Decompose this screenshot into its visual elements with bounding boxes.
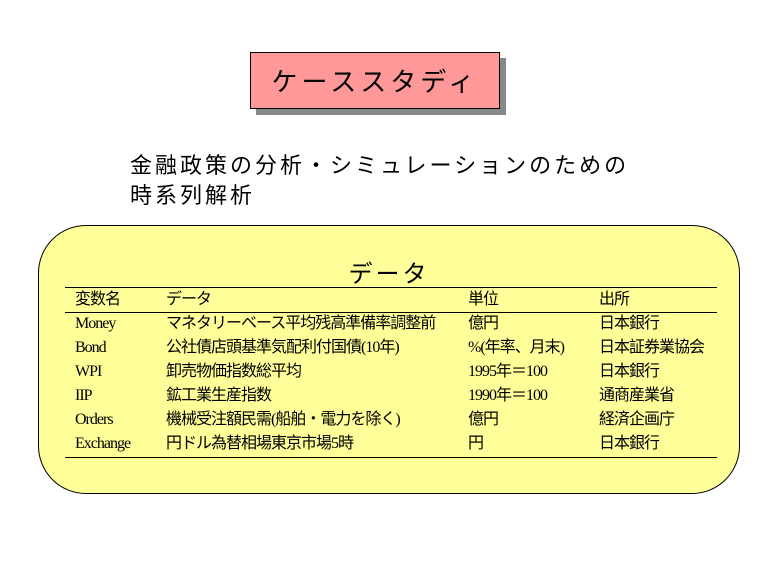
table-cell: Bond bbox=[75, 339, 107, 356]
table-cell: 鉱工業生産指数 bbox=[166, 387, 272, 404]
table-cell: マネタリーベース平均残高準備率調整前 bbox=[166, 315, 436, 332]
table-cell: 億円 bbox=[468, 411, 499, 428]
header-cell: 出所 bbox=[599, 291, 630, 308]
table-cell: 卸売物価指数総平均 bbox=[166, 363, 302, 380]
table-cell: 1990年＝100 bbox=[468, 387, 548, 404]
table-cell: 円ドル為替相場東京市場5時 bbox=[166, 435, 354, 452]
table-cell: IIP bbox=[75, 387, 93, 404]
divider bbox=[65, 457, 717, 458]
panel-title: データ bbox=[348, 260, 430, 288]
header-cell: 単位 bbox=[468, 291, 499, 308]
title-box: ケーススタディ bbox=[250, 52, 500, 109]
table-cell: Money bbox=[75, 315, 116, 332]
table-cell: WPI bbox=[75, 363, 102, 380]
table-cell: 円 bbox=[468, 435, 484, 452]
table-cell: 経済企画庁 bbox=[599, 411, 675, 428]
table-cell: 億円 bbox=[468, 315, 499, 332]
divider bbox=[65, 287, 717, 288]
header-cell: 変数名 bbox=[75, 291, 121, 308]
header-cell: データ bbox=[166, 291, 212, 308]
table-cell: 日本証券業協会 bbox=[599, 339, 705, 356]
slide-title: ケーススタディ bbox=[271, 68, 479, 98]
subtitle-line-2: 時系列解析 bbox=[130, 184, 256, 209]
table-cell: 日本銀行 bbox=[599, 363, 660, 380]
table-cell: 日本銀行 bbox=[599, 315, 660, 332]
table-cell: 通商産業省 bbox=[599, 387, 675, 404]
table-cell: %(年率、月末) bbox=[468, 339, 565, 356]
table-cell: Orders bbox=[75, 411, 114, 428]
divider bbox=[65, 312, 717, 313]
table-cell: 日本銀行 bbox=[599, 435, 660, 452]
data-panel: データ 変数名 データ 単位 出所 Money マネタリーベース平均残高準備率調整… bbox=[38, 225, 740, 494]
table-cell: 機械受注額民需(船舶・電力を除く) bbox=[166, 411, 401, 428]
table-cell: 1995年＝100 bbox=[468, 363, 548, 380]
subtitle: 金融政策の分析・シミュレーションのための 時系列解析 bbox=[130, 152, 629, 212]
table-cell: Exchange bbox=[75, 435, 131, 452]
table-cell: 公社債店頭基準気配利付国債(10年) bbox=[166, 339, 400, 356]
subtitle-line-1: 金融政策の分析・シミュレーションのための bbox=[130, 154, 630, 179]
